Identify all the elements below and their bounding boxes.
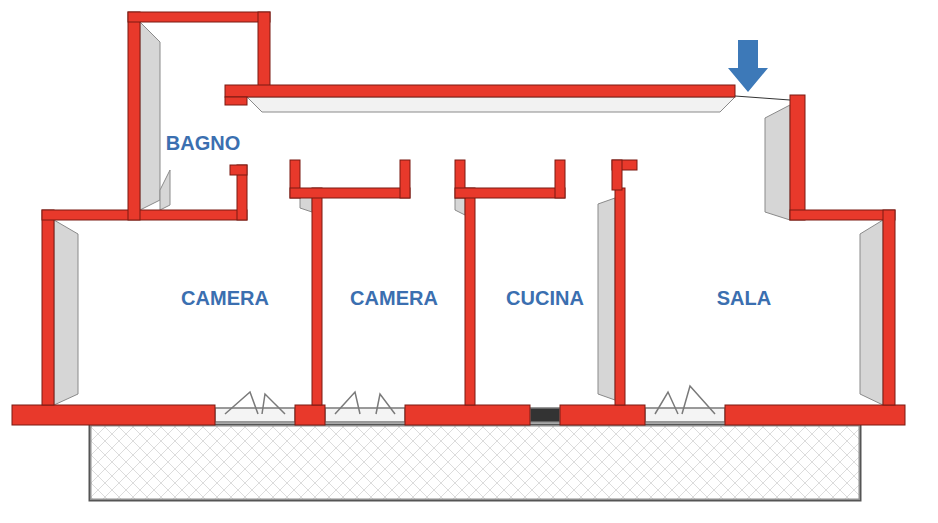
window-sash (655, 392, 678, 414)
wall (465, 188, 475, 405)
wall (312, 188, 322, 405)
wall-face (765, 105, 790, 220)
wall (225, 97, 247, 105)
wall (42, 210, 247, 220)
wall (405, 405, 530, 425)
wall (230, 165, 247, 175)
wall (555, 160, 565, 198)
wall (790, 210, 895, 220)
walls (12, 12, 905, 425)
wall-face (860, 220, 883, 405)
wall (258, 12, 270, 87)
wall-face (140, 22, 160, 210)
window-sash (225, 392, 258, 414)
wall (615, 188, 625, 405)
wall (128, 12, 140, 220)
wall (12, 405, 215, 425)
wall (883, 210, 895, 405)
window (530, 408, 560, 422)
room-label: CAMERA (348, 286, 440, 310)
window-sash (335, 392, 360, 414)
entrance-arrow (728, 40, 768, 92)
window-sash (376, 394, 395, 414)
wall (290, 188, 410, 198)
wall (612, 160, 622, 190)
room-label: CUCINA (504, 286, 586, 310)
wall-face (54, 220, 78, 405)
balcony (90, 425, 860, 500)
room-label: BAGNO (164, 131, 242, 155)
wall-face (160, 170, 170, 210)
balcony-tint (90, 425, 860, 500)
wall-face (598, 198, 615, 400)
window-sash (262, 394, 285, 414)
wall (790, 95, 805, 220)
window-sash (682, 386, 715, 414)
wall (295, 405, 325, 425)
wall (725, 405, 905, 425)
wall-face (247, 97, 735, 112)
wall (225, 85, 735, 97)
wall (128, 12, 270, 22)
room-label: CAMERA (179, 286, 271, 310)
wall (400, 160, 410, 198)
wall (560, 405, 645, 425)
entrance-door (735, 96, 790, 100)
window (215, 408, 295, 422)
wall (455, 188, 565, 198)
wall (42, 210, 54, 405)
room-label: SALA (715, 286, 773, 310)
